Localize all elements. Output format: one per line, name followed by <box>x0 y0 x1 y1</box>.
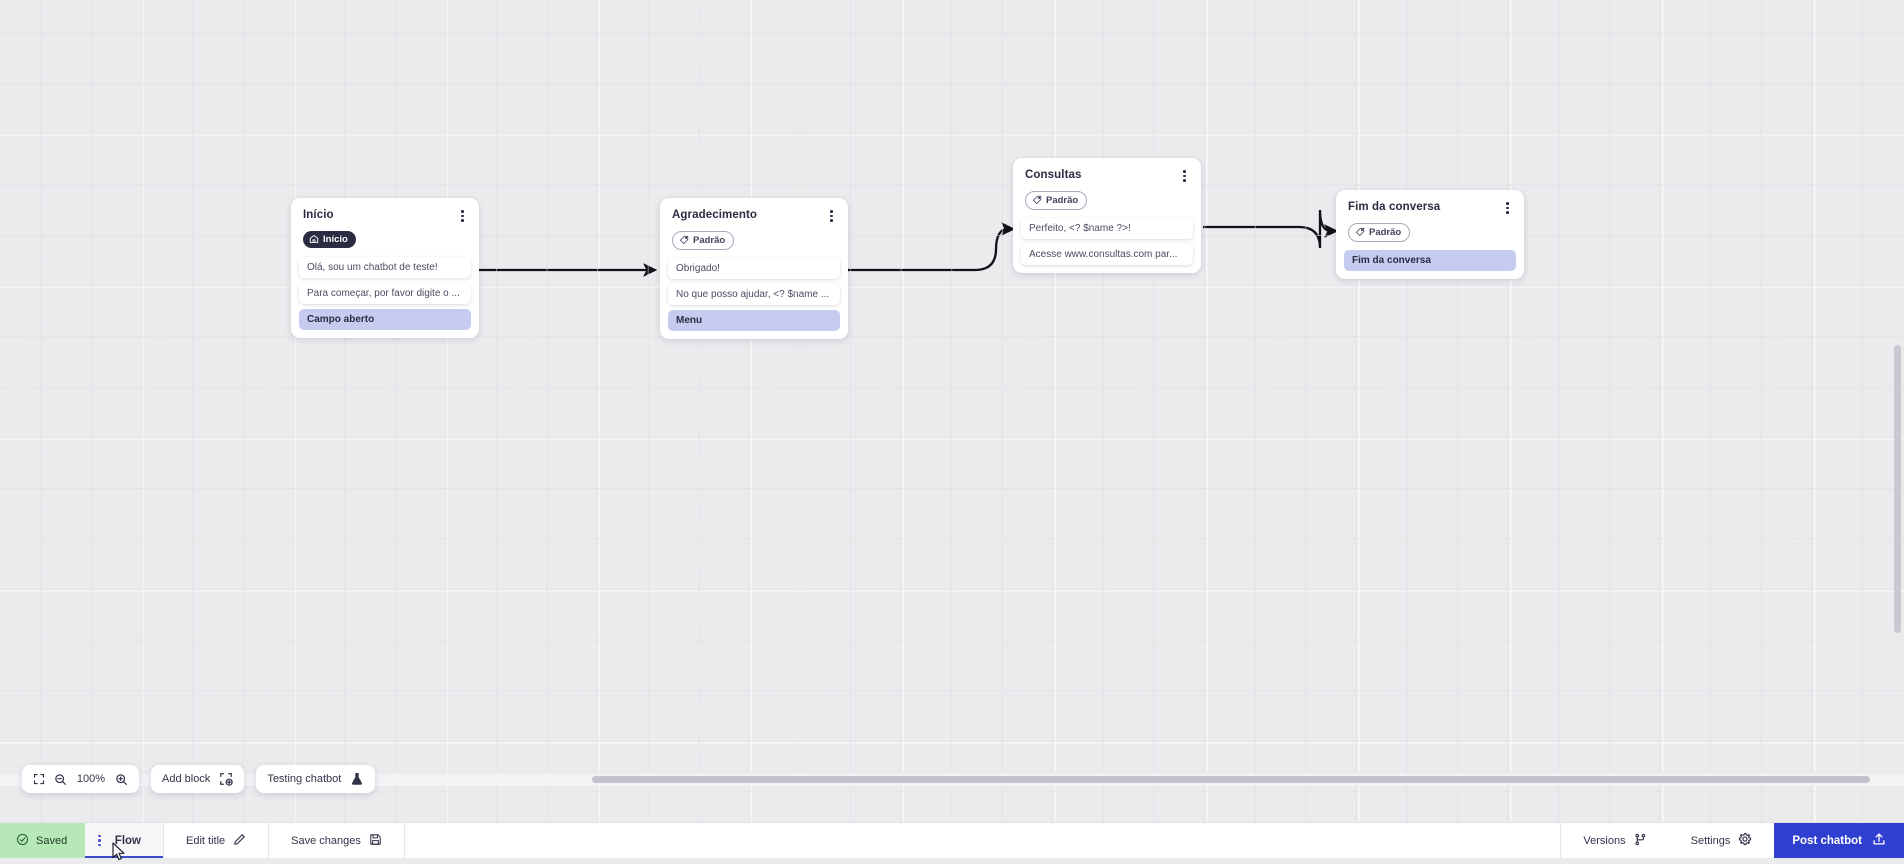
flow-node-inicio[interactable]: Início Início Olá, sou um chatbot de tes… <box>291 198 479 338</box>
node-row-message[interactable]: No que posso ajudar, <? $name ... <box>668 284 840 305</box>
node-header: Agradecimento <box>668 207 840 224</box>
add-block-icon <box>219 772 233 786</box>
settings-button[interactable]: Settings <box>1669 823 1775 858</box>
edge-layer <box>0 0 1904 822</box>
bottombar-spacer <box>405 823 1561 858</box>
vertical-dots-icon[interactable] <box>98 835 101 847</box>
add-block-button[interactable]: Add block <box>151 765 244 793</box>
gear-icon <box>1738 832 1752 849</box>
node-title: Agradecimento <box>672 208 757 222</box>
upload-icon <box>1872 832 1886 849</box>
testing-chatbot-button[interactable]: Testing chatbot <box>256 765 375 793</box>
node-row-message[interactable]: Olá, sou um chatbot de teste! <box>299 257 471 278</box>
node-title: Início <box>303 208 334 222</box>
fit-screen-icon[interactable] <box>33 773 45 785</box>
edit-title-button[interactable]: Edit title <box>164 823 268 858</box>
zoom-in-icon[interactable] <box>115 773 128 786</box>
node-badge-row: Início <box>299 224 471 250</box>
node-menu-icon[interactable] <box>458 208 467 224</box>
vertical-scrollbar-thumb[interactable] <box>1894 345 1901 633</box>
node-row-message[interactable]: Perfeito, <? $name ?>! <box>1021 218 1193 239</box>
flow-node-consultas[interactable]: Consultas Padrão Perfeito, <? $name ?>! … <box>1013 158 1201 273</box>
check-circle-icon <box>16 833 29 849</box>
node-row-action[interactable]: Fim da conversa <box>1344 250 1516 271</box>
node-badge-row: Padrão <box>1021 184 1193 211</box>
node-badge-row: Padrão <box>668 224 840 251</box>
node-rows: Perfeito, <? $name ?>! Acesse www.consul… <box>1021 218 1193 265</box>
node-row-message[interactable]: Para começar, por favor digite o ... <box>299 283 471 304</box>
node-title: Consultas <box>1025 168 1082 182</box>
node-row-action[interactable]: Campo aberto <box>299 309 471 330</box>
node-badge-label: Início <box>323 234 348 245</box>
flow-tab-zone: Flow <box>85 823 164 858</box>
node-menu-icon[interactable] <box>1503 200 1512 216</box>
tag-icon <box>1355 227 1365 237</box>
floppy-disk-icon <box>369 833 382 849</box>
node-badge-row: Padrão <box>1344 216 1516 243</box>
horizontal-scrollbar-thumb[interactable] <box>592 776 1870 783</box>
node-rows: Fim da conversa <box>1344 250 1516 271</box>
add-block-label: Add block <box>162 773 210 785</box>
zoom-out-icon[interactable] <box>54 773 67 786</box>
node-rows: Obrigado! No que posso ajudar, <? $name … <box>668 258 840 331</box>
settings-label: Settings <box>1691 835 1731 847</box>
edit-title-label: Edit title <box>186 835 225 847</box>
node-header: Consultas <box>1021 167 1193 184</box>
node-menu-icon[interactable] <box>827 208 836 224</box>
node-header: Fim da conversa <box>1344 199 1516 216</box>
save-changes-button[interactable]: Save changes <box>269 823 404 858</box>
node-badge-default[interactable]: Padrão <box>1348 223 1410 242</box>
versions-label: Versions <box>1583 835 1625 847</box>
bottom-status-bar: Saved Flow Edit title Save changes Versi… <box>0 822 1904 858</box>
zoom-level: 100% <box>76 773 106 785</box>
edge-agradecimento-consultas <box>848 229 1013 270</box>
zoom-controls: 100% <box>22 765 139 793</box>
flow-node-agradecimento[interactable]: Agradecimento Padrão Obrigado! No que po… <box>660 198 848 339</box>
branch-icon <box>1634 833 1647 849</box>
node-menu-icon[interactable] <box>1180 168 1189 184</box>
tag-icon <box>679 235 689 245</box>
flask-icon <box>350 772 364 786</box>
node-badge-start[interactable]: Início <box>303 231 356 248</box>
node-row-action[interactable]: Menu <box>668 310 840 331</box>
tab-flow[interactable]: Flow <box>85 823 163 858</box>
home-icon <box>309 234 319 244</box>
flow-canvas[interactable]: Início Início Olá, sou um chatbot de tes… <box>0 0 1904 822</box>
testing-chatbot-label: Testing chatbot <box>267 773 341 785</box>
node-badge-label: Padrão <box>693 235 725 246</box>
node-badge-label: Padrão <box>1369 227 1401 238</box>
node-badge-default[interactable]: Padrão <box>1025 191 1087 210</box>
save-changes-label: Save changes <box>291 835 361 847</box>
pencil-icon <box>233 833 246 849</box>
versions-button[interactable]: Versions <box>1561 823 1668 858</box>
node-row-message[interactable]: Obrigado! <box>668 258 840 279</box>
node-rows: Olá, sou um chatbot de teste! Para começ… <box>299 257 471 330</box>
post-chatbot-button[interactable]: Post chatbot <box>1774 823 1904 858</box>
saved-label: Saved <box>36 835 67 847</box>
floating-toolbar: 100% Add block Testing chatbot <box>22 765 375 793</box>
flow-node-fim-da-conversa[interactable]: Fim da conversa Padrão Fim da conversa <box>1336 190 1524 279</box>
node-header: Início <box>299 207 471 224</box>
tab-flow-label: Flow <box>115 835 141 847</box>
post-chatbot-label: Post chatbot <box>1792 835 1862 847</box>
node-row-message[interactable]: Acesse www.consultas.com par... <box>1021 244 1193 265</box>
tag-icon <box>1032 195 1042 205</box>
node-title: Fim da conversa <box>1348 200 1440 214</box>
status-badge-saved: Saved <box>0 823 85 858</box>
node-badge-default[interactable]: Padrão <box>672 231 734 250</box>
node-badge-label: Padrão <box>1046 195 1078 206</box>
edge-consultas-fim <box>1203 210 1336 248</box>
